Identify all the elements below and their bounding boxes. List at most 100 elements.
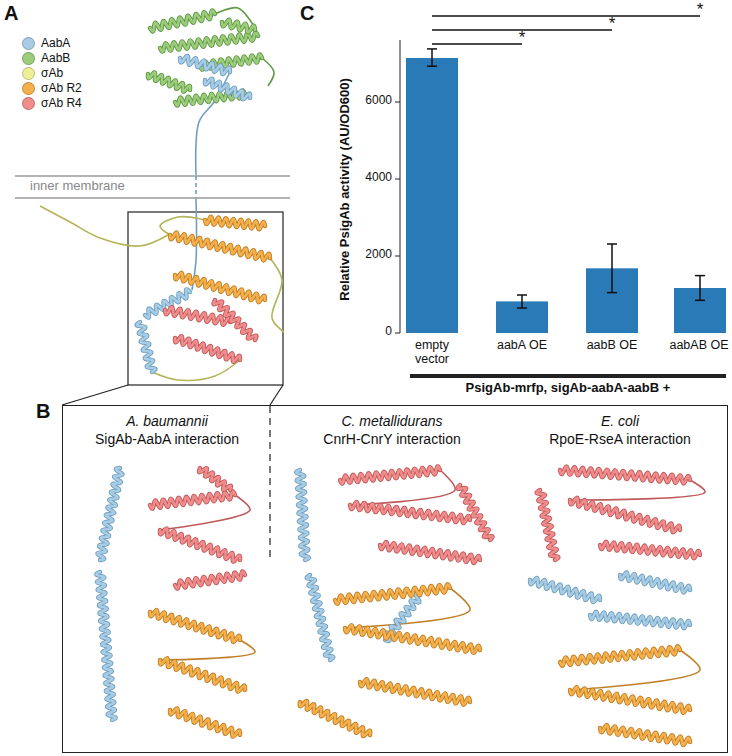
membrane-line bbox=[15, 175, 290, 177]
helix-outline bbox=[335, 584, 450, 603]
helix-outline bbox=[600, 725, 690, 745]
legend-label: AabB bbox=[41, 51, 70, 65]
helix-outline bbox=[530, 578, 600, 602]
helix bbox=[600, 542, 700, 558]
helix bbox=[570, 687, 690, 713]
membrane-label: inner membrane bbox=[30, 179, 125, 194]
helix-outline bbox=[537, 490, 559, 560]
helix bbox=[335, 584, 450, 603]
category-label: aabB OE bbox=[572, 338, 652, 352]
coil bbox=[160, 640, 255, 660]
helix-outline bbox=[600, 542, 700, 558]
helix bbox=[300, 701, 371, 736]
helix-outline bbox=[350, 502, 470, 523]
helix-outline bbox=[457, 485, 492, 540]
significance-star: * bbox=[512, 28, 532, 48]
helix-outline bbox=[380, 542, 480, 563]
bar bbox=[406, 58, 458, 333]
helix-outline bbox=[560, 646, 680, 665]
helix bbox=[600, 725, 690, 745]
significance-star: * bbox=[602, 14, 622, 34]
helix-outline bbox=[560, 467, 690, 484]
helix-outline bbox=[307, 575, 334, 660]
coil bbox=[270, 258, 284, 332]
group-bar bbox=[410, 374, 726, 378]
helix bbox=[170, 233, 270, 261]
helix bbox=[590, 612, 690, 628]
panel-letter: C bbox=[300, 2, 314, 25]
helix-outline bbox=[199, 468, 231, 490]
legend-entry: σAb R4 bbox=[22, 96, 82, 110]
helix-outline bbox=[620, 572, 690, 592]
helix bbox=[457, 485, 492, 540]
helix-outline bbox=[97, 468, 122, 560]
tick-label: 0 bbox=[352, 325, 392, 339]
structure-panel: A. baumanniiSigAb-AabA interaction bbox=[63, 412, 271, 457]
tick-label: 2000 bbox=[352, 248, 392, 262]
helix-outline bbox=[345, 625, 480, 653]
helix bbox=[150, 11, 215, 32]
interaction-title: RpoE-RseA interaction bbox=[513, 430, 727, 448]
helix bbox=[570, 498, 680, 532]
helix bbox=[560, 646, 680, 665]
helix bbox=[350, 502, 470, 523]
helix bbox=[205, 79, 250, 100]
legend-entry: AabA bbox=[22, 36, 70, 50]
helix bbox=[214, 300, 257, 340]
legend-label: σAb bbox=[41, 66, 63, 80]
y-axis bbox=[400, 40, 401, 333]
legend-entry: AabB bbox=[22, 51, 70, 65]
helix bbox=[360, 679, 470, 705]
helix bbox=[175, 571, 245, 588]
helix-outline bbox=[96, 572, 115, 720]
divider-line bbox=[269, 406, 270, 560]
category-label: aabAB OE bbox=[668, 338, 730, 352]
helix-outline bbox=[205, 79, 250, 100]
helix bbox=[97, 468, 122, 560]
helix bbox=[345, 625, 480, 653]
helix bbox=[148, 72, 190, 91]
axis-title: Relative PsigAb activity (AU/OD600) bbox=[338, 39, 353, 339]
helix-outline bbox=[570, 498, 680, 532]
species-name: C. metallidurans bbox=[273, 412, 511, 430]
helix bbox=[160, 528, 240, 561]
helix-outline bbox=[160, 658, 245, 691]
helix bbox=[160, 658, 245, 691]
helix bbox=[150, 610, 240, 642]
significance-star: * bbox=[690, 0, 710, 20]
panel-letter: B bbox=[36, 398, 50, 424]
helix bbox=[296, 470, 309, 560]
helix-outline bbox=[160, 32, 258, 51]
helix bbox=[199, 468, 231, 490]
helix bbox=[340, 466, 440, 483]
helix-outline bbox=[148, 72, 190, 91]
axis-tick bbox=[395, 333, 400, 334]
category-label: empty vector bbox=[402, 338, 462, 367]
helix-outline bbox=[170, 233, 270, 261]
helix bbox=[137, 322, 156, 372]
legend-label: σAb R4 bbox=[41, 96, 82, 110]
zoom-line bbox=[270, 385, 283, 405]
helix-outline bbox=[590, 612, 690, 628]
helix-outline bbox=[150, 491, 235, 508]
helix bbox=[180, 56, 230, 74]
helix bbox=[560, 467, 690, 484]
coil bbox=[160, 217, 205, 235]
tick-label: 4000 bbox=[352, 171, 392, 185]
helix-outline bbox=[137, 322, 156, 372]
legend-swatch bbox=[22, 97, 35, 110]
panel-letter: A bbox=[4, 2, 18, 25]
coil bbox=[40, 206, 168, 246]
helix bbox=[620, 572, 690, 592]
protein-structures bbox=[40, 8, 705, 745]
tick-label: 6000 bbox=[352, 94, 392, 108]
helix-outline bbox=[300, 701, 371, 736]
zoom-line bbox=[62, 385, 128, 405]
legend-entry: σAb R2 bbox=[22, 81, 82, 95]
panel-frame: BA. baumanniiSigAb-AabA interactionC. me… bbox=[62, 405, 728, 753]
species-name: A. baumannii bbox=[63, 412, 271, 430]
significance-line bbox=[432, 15, 700, 17]
helix bbox=[170, 708, 240, 736]
